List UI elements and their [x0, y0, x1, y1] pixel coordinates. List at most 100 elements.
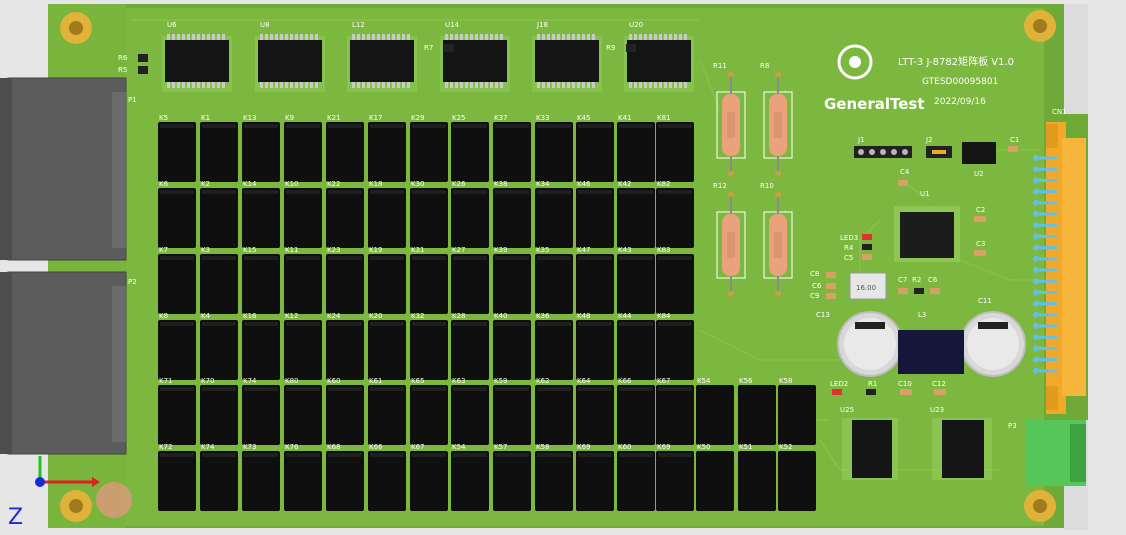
- cn1-pin-lead: [1039, 369, 1057, 373]
- cap-c3: [974, 250, 986, 256]
- relay-label: K23: [327, 246, 341, 254]
- relay-label: K38: [494, 180, 508, 188]
- label-r2: R2: [912, 276, 921, 284]
- relay-label: K24: [327, 312, 341, 320]
- cn1-pin: [1033, 155, 1039, 161]
- label-l12: L12: [352, 21, 365, 29]
- cap-c1: [1008, 146, 1018, 152]
- relay-label: K37: [494, 114, 508, 122]
- relay: K12: [284, 312, 322, 380]
- relay: K51: [738, 443, 776, 511]
- relay-label: K43: [618, 246, 632, 254]
- cn1-pin-lead: [1039, 279, 1057, 283]
- relay-label: K33: [536, 114, 550, 122]
- resistor-r11: R11: [713, 62, 746, 177]
- cn1-pin: [1033, 323, 1039, 329]
- cap-c9: [826, 293, 836, 299]
- mounting-hole-top-right: [1024, 10, 1056, 42]
- relay-label: K40: [494, 312, 508, 320]
- connector-p2: [0, 271, 127, 455]
- cn1-pin-lead: [1039, 324, 1057, 328]
- relay-label: K66: [369, 443, 383, 451]
- label-u2: U2: [974, 170, 984, 178]
- cn1-pin: [1033, 289, 1039, 296]
- relay: K84: [656, 312, 694, 380]
- cap-c7: [898, 288, 908, 294]
- cn1-pin: [1033, 188, 1039, 195]
- relay-label: K31: [411, 246, 425, 254]
- relay: K34: [535, 180, 573, 248]
- label-r8: R8: [760, 62, 769, 70]
- relay-label: K20: [369, 312, 383, 320]
- relay-label: K83: [657, 246, 671, 254]
- header-j1: [854, 146, 912, 158]
- relay: K52: [778, 443, 816, 511]
- label-c12: C12: [932, 380, 946, 388]
- relay: K40: [493, 312, 531, 380]
- cn1-pin: [1033, 356, 1039, 363]
- cn1-pin-lead: [1039, 346, 1057, 350]
- cn1-pin-lead: [1039, 268, 1057, 272]
- relay-label: K54: [697, 377, 711, 385]
- cap-c12: [934, 389, 946, 395]
- label-led2: LED2: [830, 380, 848, 388]
- label-r6: R6: [118, 54, 128, 62]
- relay: K38: [493, 180, 531, 248]
- label-c3: C3: [976, 240, 985, 248]
- cn1-pin-lead: [1039, 178, 1057, 182]
- relay: K76: [284, 443, 322, 511]
- relay-label: K60: [618, 443, 632, 451]
- cn1-pin: [1033, 334, 1039, 341]
- relay: K8: [158, 312, 196, 380]
- cn1-pin: [1033, 345, 1039, 352]
- relay-label: K73: [243, 443, 257, 451]
- ic-u23: [932, 418, 992, 480]
- relay: K25: [451, 114, 489, 182]
- relay-label: K28: [452, 312, 466, 320]
- relay: K16: [242, 312, 280, 380]
- cn1-pin-lead: [1039, 246, 1057, 250]
- ic-u25: [842, 418, 898, 480]
- relay: K42: [617, 180, 655, 248]
- relay: K80: [284, 377, 322, 445]
- relay: K18: [368, 180, 406, 248]
- relay: K63: [451, 377, 489, 445]
- relay: K5: [158, 114, 196, 182]
- relay: K45: [576, 114, 614, 182]
- relay: K48: [576, 312, 614, 380]
- cn1-pin-lead: [1039, 190, 1057, 194]
- relay: K69: [576, 443, 614, 511]
- relay-label: K32: [411, 312, 425, 320]
- relay: K68: [326, 443, 364, 511]
- relay-label: K42: [618, 180, 632, 188]
- relay: K27: [451, 246, 489, 314]
- relay-label: K11: [285, 246, 299, 254]
- board-date: 2022/09/16: [934, 97, 986, 107]
- relay: K69: [656, 443, 694, 511]
- relay-label: K39: [494, 246, 508, 254]
- label-p3: P3: [1008, 422, 1017, 430]
- ic-u20: U20: [624, 21, 694, 92]
- cn1-pin: [1033, 222, 1039, 229]
- relay-label: K69: [577, 443, 591, 451]
- part-r9: R9: [606, 44, 636, 52]
- relay: K57: [493, 443, 531, 511]
- relay-label: K15: [243, 246, 257, 254]
- relay-label: K58: [779, 377, 793, 385]
- res-r1: [866, 389, 876, 395]
- led-led2: [832, 389, 842, 395]
- relay-label: K14: [243, 180, 257, 188]
- cn1-pin-lead: [1039, 302, 1057, 306]
- cn1-pin: [1033, 255, 1039, 262]
- board-notch-top: [1064, 4, 1088, 114]
- label-c7: C7: [898, 276, 907, 284]
- label-c8: C8: [810, 270, 819, 278]
- relay: K43: [617, 246, 655, 314]
- label-r11: R11: [713, 62, 727, 70]
- label-r12: R12: [713, 182, 727, 190]
- relay-label: K4: [201, 312, 211, 320]
- relay-label: K68: [327, 443, 341, 451]
- relay-label: K57: [494, 443, 508, 451]
- relay-label: K58: [536, 443, 550, 451]
- mounting-hole-bottom-right: [1024, 490, 1056, 522]
